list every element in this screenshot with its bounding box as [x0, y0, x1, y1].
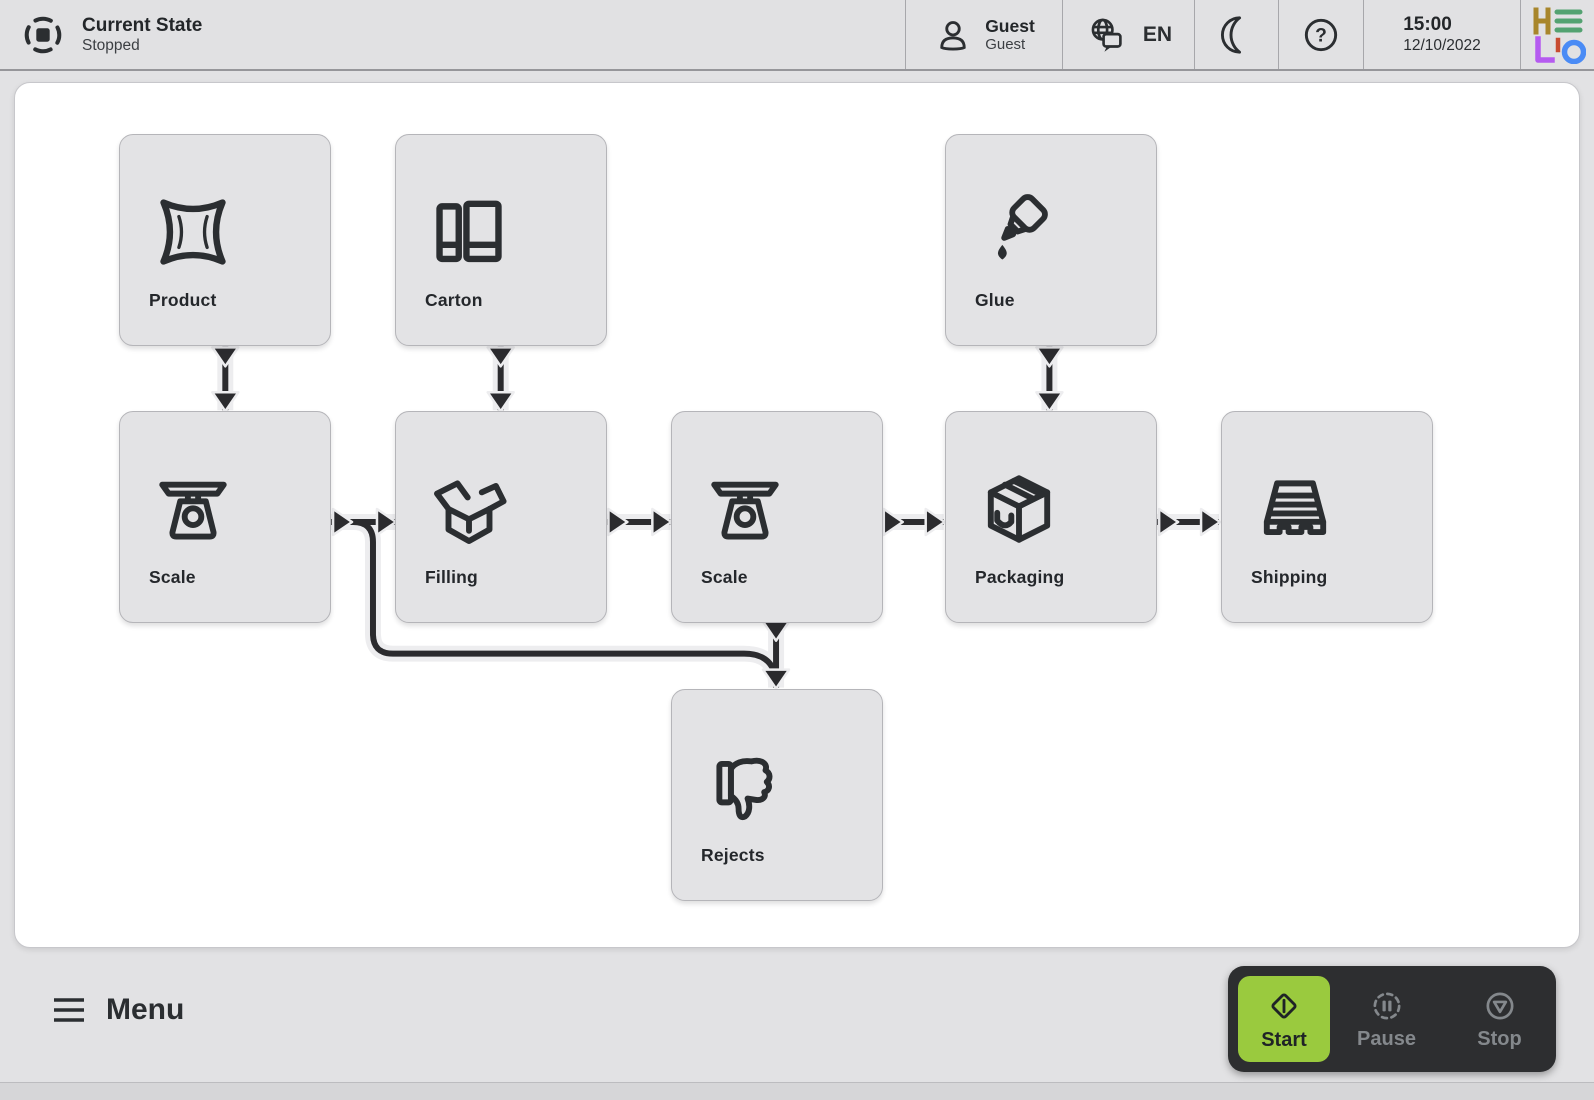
- help-button[interactable]: ?: [1278, 0, 1363, 69]
- node-label: Carton: [425, 290, 483, 310]
- stop-label: Stop: [1477, 1027, 1522, 1050]
- node-scale-2[interactable]: Scale: [671, 411, 883, 623]
- clock-cell: 15:00 12/10/2022: [1363, 0, 1520, 69]
- pause-label: Pause: [1357, 1027, 1416, 1050]
- menu-button[interactable]: Menu: [52, 993, 184, 1027]
- node-label: Filling: [425, 567, 478, 587]
- node-product[interactable]: Product: [119, 134, 331, 346]
- node-glue[interactable]: Glue: [945, 134, 1157, 346]
- user-name: Guest: [985, 15, 1035, 36]
- header-bar: Current State Stopped Guest Guest: [0, 0, 1594, 71]
- question-icon: ?: [1304, 18, 1338, 51]
- thumbs-down-icon: [716, 757, 773, 821]
- node-label: Packaging: [975, 567, 1065, 587]
- svg-text:?: ?: [1315, 25, 1327, 46]
- stop-button[interactable]: Stop: [1443, 976, 1556, 1062]
- node-label: Product: [149, 290, 217, 310]
- globe-chat-icon: [1091, 18, 1122, 52]
- state-title: Current State: [82, 14, 203, 36]
- pause-button[interactable]: Pause: [1330, 976, 1443, 1062]
- scale-icon: [711, 481, 779, 540]
- stopped-state-icon: [24, 16, 62, 53]
- user-role: Guest: [985, 35, 1026, 53]
- node-rejects[interactable]: Rejects: [671, 689, 883, 901]
- carton-blank-icon: [436, 200, 502, 263]
- flow-canvas: Product Carton Gl: [14, 82, 1580, 948]
- closed-box-icon: [987, 475, 1051, 543]
- node-filling[interactable]: Filling: [395, 411, 607, 623]
- moon-icon: [1220, 15, 1241, 54]
- start-label: Start: [1261, 1028, 1307, 1051]
- clock-date: 12/10/2022: [1403, 36, 1481, 54]
- language-button[interactable]: EN: [1062, 0, 1194, 69]
- start-diamond-icon: [1271, 992, 1297, 1019]
- open-box-icon: [434, 480, 507, 544]
- bottom-edge-strip: [0, 1082, 1594, 1100]
- node-label: Scale: [701, 567, 748, 587]
- node-label: Scale: [149, 567, 196, 587]
- node-label: Rejects: [701, 845, 765, 865]
- brand-logo[interactable]: [1520, 0, 1594, 69]
- node-scale-1[interactable]: Scale: [119, 411, 331, 623]
- bag-icon: [160, 199, 226, 265]
- glue-bottle-icon: [997, 194, 1048, 260]
- pallet-icon: [1263, 480, 1327, 536]
- start-button[interactable]: Start: [1238, 976, 1330, 1062]
- pause-icon: [1373, 992, 1400, 1019]
- language-label: EN: [1142, 22, 1173, 46]
- helio-logo-icon: [1533, 7, 1586, 64]
- stop-icon: [1486, 992, 1513, 1019]
- header-actions: Guest Guest EN: [905, 0, 1594, 69]
- user-button[interactable]: Guest Guest: [905, 0, 1062, 69]
- state-value: Stopped: [82, 36, 140, 54]
- node-label: Glue: [975, 290, 1015, 310]
- machine-controls: Start Pause Stop: [1228, 966, 1556, 1072]
- user-icon: [940, 20, 966, 50]
- current-state: Current State Stopped: [0, 12, 202, 58]
- flow-connectors: [211, 345, 1222, 690]
- clock-time: 15:00: [1403, 13, 1452, 35]
- dark-mode-button[interactable]: [1194, 0, 1278, 69]
- node-carton[interactable]: Carton: [395, 134, 607, 346]
- node-label: Shipping: [1251, 567, 1328, 587]
- node-shipping[interactable]: Shipping: [1221, 411, 1433, 623]
- scale-icon: [159, 481, 227, 540]
- hamburger-icon: [54, 998, 84, 1022]
- node-packaging[interactable]: Packaging: [945, 411, 1157, 623]
- menu-label: Menu: [106, 993, 185, 1026]
